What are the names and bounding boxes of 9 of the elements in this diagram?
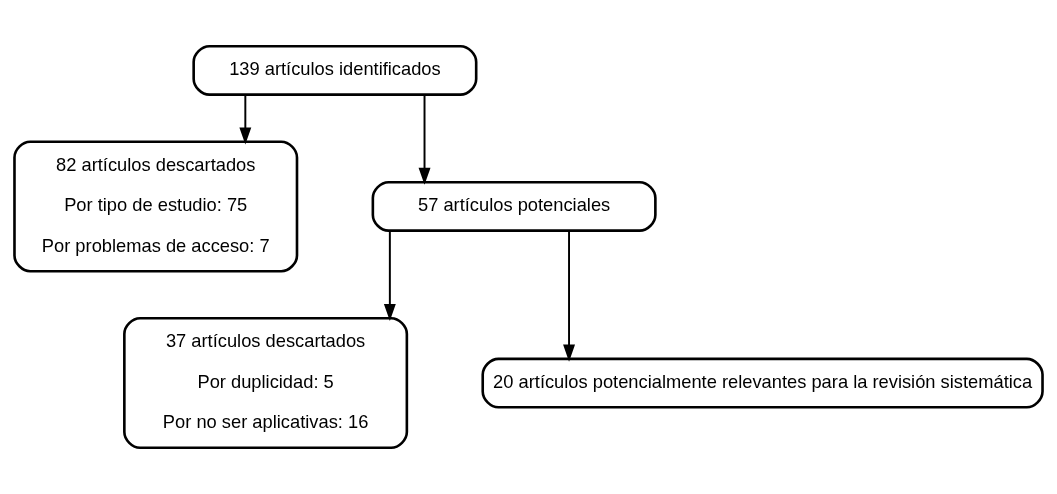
node-box: 139 artículos identificados bbox=[192, 44, 478, 96]
node-box: 20 artículos potencialmente relevantes para la revisión sistemática bbox=[481, 357, 1044, 409]
arrow bbox=[563, 230, 575, 362]
arrow bbox=[383, 230, 396, 321]
arrow bbox=[239, 93, 252, 145]
arrow bbox=[418, 93, 431, 185]
node-box: 37 artículos descartados Por duplicidad: 5 Por no ser aplicativas: 16 bbox=[123, 316, 409, 450]
node-box: 57 artículos potenciales bbox=[371, 180, 657, 232]
node-box: 82 artículos descartados Por tipo de estudio: 75 Por problemas de acceso: 7 bbox=[13, 140, 299, 273]
